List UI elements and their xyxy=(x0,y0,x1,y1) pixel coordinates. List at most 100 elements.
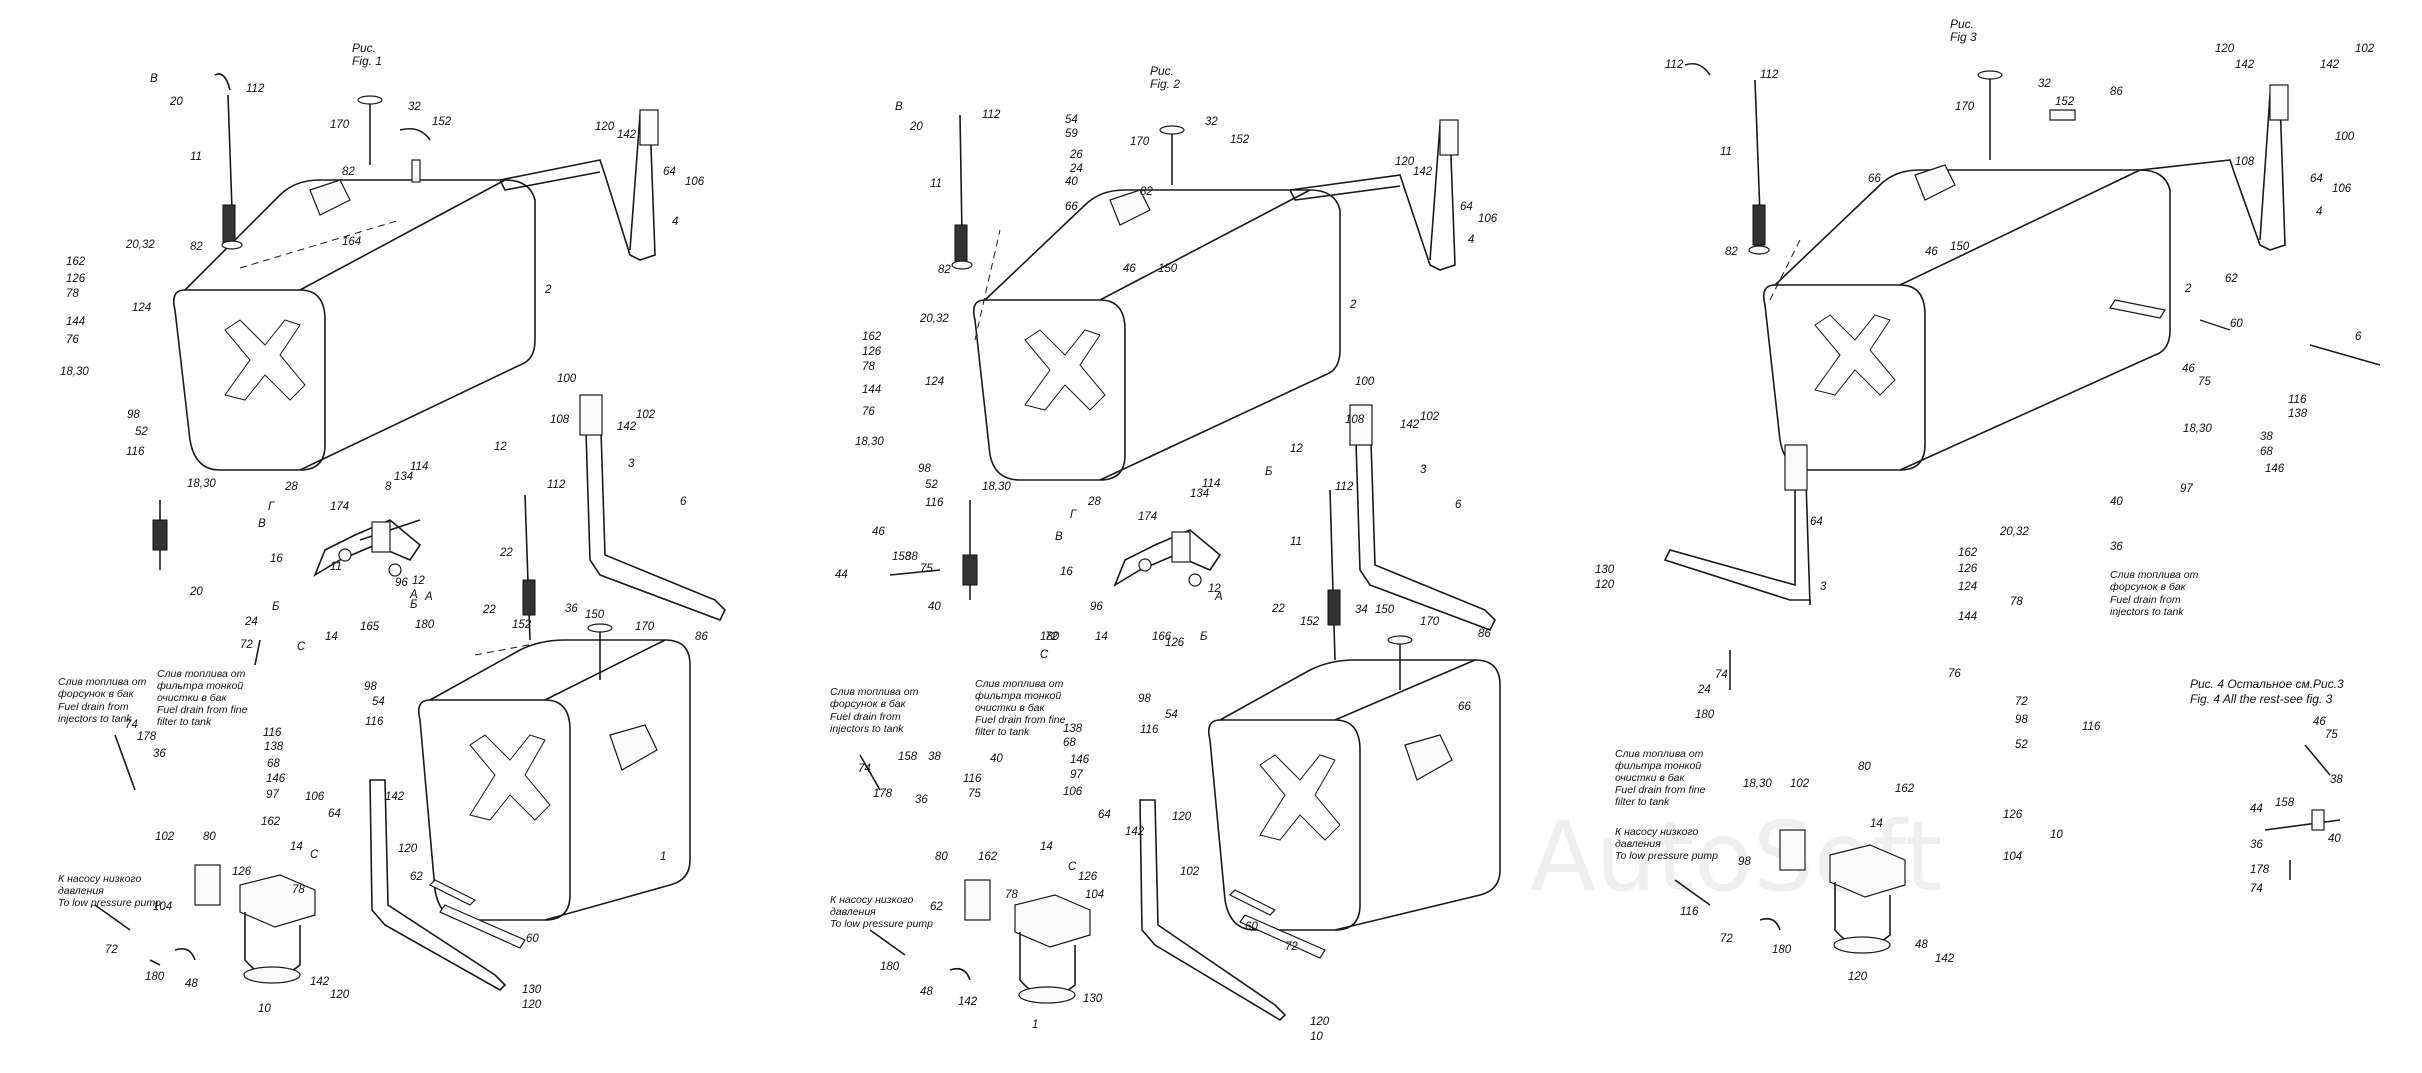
fig2-label: 162 xyxy=(978,851,998,863)
fig1-label: 52 xyxy=(135,426,148,438)
fig2-label: 68 xyxy=(1063,737,1076,749)
fig3-label: 38 xyxy=(2260,431,2273,443)
fig1-label: 1 xyxy=(660,851,666,863)
fig3-label: 66 xyxy=(1868,173,1881,185)
fig1-label: 60 xyxy=(526,933,539,945)
fig2-label: 52 xyxy=(925,479,938,491)
fig1-label: 80 xyxy=(203,831,216,843)
fig2-label: 98 xyxy=(1138,693,1151,705)
fig2-label: 124 xyxy=(925,376,944,388)
fig2-label: 116 xyxy=(1140,724,1159,736)
fig4-title-en: Fig. 4 All the rest-see fig. 3 xyxy=(2190,692,2333,706)
fig1-title-en: Fig. 1 xyxy=(352,54,382,68)
fig3-label: 62 xyxy=(2225,273,2238,285)
fig2-label: 152 xyxy=(1230,134,1250,146)
fig1-label: 76 xyxy=(66,334,79,346)
fig3-label: 108 xyxy=(2235,156,2255,168)
fig4-label: 38 xyxy=(2330,774,2343,786)
fig2-caption-pump-en1: To low pressure pump xyxy=(830,918,933,930)
fig3-label: 120 xyxy=(2215,43,2235,55)
fig1-label: 54 xyxy=(372,696,385,708)
fig1-label: 28 xyxy=(284,481,298,493)
fig3-label: 3 xyxy=(1820,581,1827,593)
fig2-label: 34 xyxy=(1355,604,1368,616)
fig1-label: 152 xyxy=(512,619,532,631)
fig2-label: 38 xyxy=(928,751,941,763)
fig1-label: 180 xyxy=(145,971,165,983)
fig2-label: 86 xyxy=(1478,628,1491,640)
fig4-label: 158 xyxy=(2275,797,2295,809)
fig2-label: 66 xyxy=(1458,701,1471,713)
fig1-label: 120 xyxy=(398,843,418,855)
fig3-label: 52 xyxy=(2015,739,2028,751)
fig1-label: 82 xyxy=(190,241,203,253)
fig2-label: 40 xyxy=(928,601,941,613)
fig1-label: 2 xyxy=(544,284,552,296)
fig2-label: 72 xyxy=(1285,941,1298,953)
fig1-caption-filter-ru3: очистки в бак xyxy=(157,692,227,704)
fig2-label: 3 xyxy=(1420,464,1427,476)
fig1-caption-injectors-en1: Fuel drain from xyxy=(58,701,129,713)
fig3-label: 98 xyxy=(1738,856,1751,868)
fig3-label: 180 xyxy=(1772,944,1792,956)
fig2-label: 142 xyxy=(1125,826,1145,838)
fig3-label: 18,30 xyxy=(1743,778,1772,790)
fig1-label: 98 xyxy=(364,681,377,693)
fig3-label: 106 xyxy=(2332,183,2352,195)
fig1-fuel-filter xyxy=(94,864,316,984)
fig3-label: 74 xyxy=(1715,669,1728,681)
fig1-label: 36 xyxy=(153,748,166,760)
fig3-label: 98 xyxy=(2015,714,2028,726)
fig2-label: 120 xyxy=(1172,811,1192,823)
fig1-label: 104 xyxy=(153,901,172,913)
fig2-caption-pump-ru2: давления xyxy=(830,906,876,918)
fig2-label: 106 xyxy=(1063,786,1083,798)
fig2-label: 59 xyxy=(1065,128,1078,140)
fig1-label: 108 xyxy=(550,414,570,426)
fig2-caption-filter-en1: Fuel drain from fine xyxy=(975,714,1066,726)
fig2-label: 14 xyxy=(1040,841,1053,853)
fig2-bracket-4 xyxy=(1289,123,1456,271)
fig1-label: 22 xyxy=(499,547,513,559)
fig2-label: 16 xyxy=(1060,566,1073,578)
fig2-bracket-3 xyxy=(1354,409,1496,632)
fig1-label: 120 xyxy=(595,121,615,133)
fig1-label: 138 xyxy=(264,741,284,753)
fig3-caption-injectors-en2: injectors to tank xyxy=(2110,606,2184,618)
fig1-label: С xyxy=(297,641,306,653)
fig2-label: 46 xyxy=(872,526,885,538)
fig3-label: 142 xyxy=(1935,953,1955,965)
fig1-label: 178 xyxy=(137,731,157,743)
fig2-label: 138 xyxy=(1063,723,1083,735)
fig2-label: 126 xyxy=(1165,637,1185,649)
fig2-label: 46 xyxy=(1123,263,1136,275)
fig1-label: 180 xyxy=(415,619,435,631)
fig2-label: 82 xyxy=(938,264,951,276)
fig1-label: 10 xyxy=(258,1003,271,1015)
fig1-label: 18,30 xyxy=(60,366,89,378)
fig2-lower-bracket xyxy=(1139,799,1287,1022)
fig3-label: 60 xyxy=(2230,318,2243,330)
fig2-fuel-filter xyxy=(869,879,1091,1004)
figure-2: Рис. Fig. 2 xyxy=(830,64,1501,1043)
fig2-label: 78 xyxy=(1005,889,1018,901)
fig2-label: 38 xyxy=(905,551,918,563)
fig2-label: 134 xyxy=(1190,488,1209,500)
fig1-label: 152 xyxy=(432,116,452,128)
fig3-label: 24 xyxy=(1697,684,1711,696)
fig1-label: 142 xyxy=(310,976,330,988)
fig2-label: 180 xyxy=(880,961,900,973)
fig1-lower-tank xyxy=(417,494,691,921)
fig1-label: 142 xyxy=(617,129,637,141)
fig1-label: 174 xyxy=(330,501,349,513)
fig1-label: 74 xyxy=(125,719,138,731)
fig2-label: 26 xyxy=(1069,149,1083,161)
fig2-label: 150 xyxy=(1375,604,1395,616)
fig1-caption-injectors-en2: injectors to tank xyxy=(58,713,132,725)
fig2-label: 102 xyxy=(1180,866,1200,878)
fig3-label: 4 xyxy=(2316,206,2322,218)
fig3-label: 64 xyxy=(1810,516,1823,528)
fig1-caption-filter-en1: Fuel drain from fine xyxy=(157,704,248,716)
fig2-label: 180 xyxy=(1040,631,1060,643)
fig2-label: 114 xyxy=(1202,478,1220,490)
